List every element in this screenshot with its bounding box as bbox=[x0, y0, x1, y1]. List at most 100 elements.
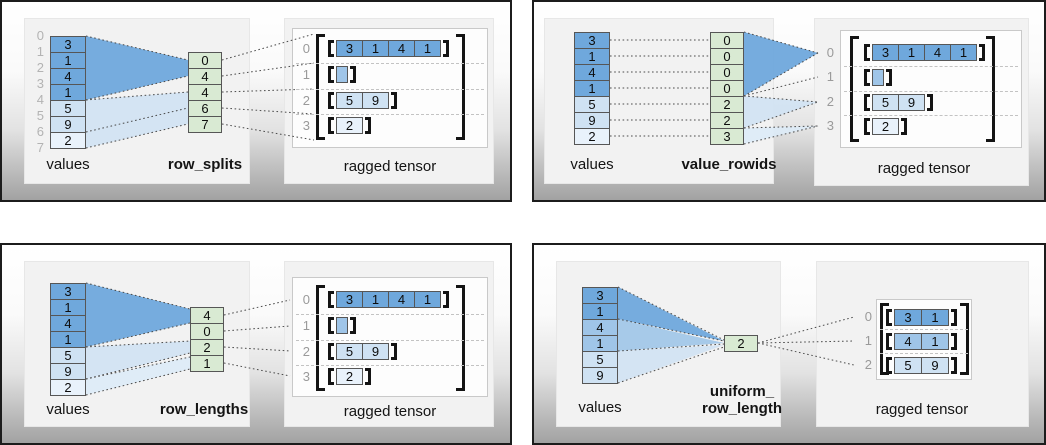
left-bracket-icon bbox=[328, 343, 334, 360]
left-bracket-icon bbox=[864, 118, 870, 135]
right-bracket-icon bbox=[951, 309, 957, 326]
empty-row-cell bbox=[872, 69, 884, 86]
right-bracket-icon bbox=[391, 343, 397, 360]
boundary-index: 2 bbox=[36, 60, 44, 75]
outer-right-bracket-icon bbox=[986, 36, 995, 142]
right-bracket-icon bbox=[365, 117, 371, 134]
values-label: values bbox=[46, 401, 90, 418]
boundary-index: 1 bbox=[36, 44, 44, 59]
right-bracket-icon bbox=[951, 333, 957, 350]
value-cell: 9 bbox=[582, 367, 618, 384]
left-bracket-icon bbox=[886, 357, 892, 374]
row-index: 3 bbox=[302, 118, 310, 133]
outer-left-bracket-icon bbox=[850, 36, 859, 142]
tensor-cell: 4 bbox=[388, 291, 415, 308]
tensor-label: ragged tensor bbox=[875, 401, 969, 418]
left-bracket-icon bbox=[328, 117, 334, 134]
value-cell: 4 bbox=[582, 319, 618, 336]
row-separator bbox=[880, 329, 968, 330]
value-cell: 1 bbox=[574, 48, 610, 65]
encoding-cell: 3 bbox=[710, 128, 744, 145]
row-index: 1 bbox=[302, 67, 310, 82]
values-label: values bbox=[570, 156, 614, 173]
value-cell: 3 bbox=[50, 283, 86, 300]
encoding-cell: 2 bbox=[724, 335, 758, 352]
empty-row-cell bbox=[336, 66, 348, 83]
boundary-index: 0 bbox=[36, 28, 44, 43]
value-cell: 9 bbox=[50, 363, 86, 380]
outer-left-bracket-icon bbox=[316, 285, 325, 391]
outer-right-bracket-icon bbox=[960, 303, 969, 375]
tensor-label: ragged tensor bbox=[343, 158, 437, 175]
left-bracket-icon bbox=[328, 368, 334, 385]
value-cell: 4 bbox=[50, 68, 86, 85]
tensor-cell: 2 bbox=[336, 117, 363, 134]
encoding-cell: 6 bbox=[188, 100, 222, 117]
encoding-cell: 0 bbox=[710, 32, 744, 49]
left-bracket-icon bbox=[328, 40, 334, 57]
tensor-row: 2 bbox=[328, 368, 371, 385]
row-separator bbox=[296, 365, 484, 366]
row-index: 2 bbox=[864, 357, 872, 372]
left-bracket-icon bbox=[864, 94, 870, 111]
value-cell: 2 bbox=[574, 128, 610, 145]
tensor-cell: 9 bbox=[362, 92, 389, 109]
value-cell: 3 bbox=[574, 32, 610, 49]
tensor-row: 2 bbox=[328, 117, 371, 134]
value-cell: 3 bbox=[50, 36, 86, 53]
boundary-index: 4 bbox=[36, 92, 44, 107]
right-bracket-icon bbox=[365, 368, 371, 385]
encoding-cell: 4 bbox=[188, 68, 222, 85]
row-index: 0 bbox=[864, 309, 872, 324]
tensor-cell: 9 bbox=[898, 94, 925, 111]
left-bracket-icon bbox=[328, 66, 334, 83]
value-cell: 1 bbox=[50, 52, 86, 69]
value-cell: 4 bbox=[574, 64, 610, 81]
encoding-label: value_rowids bbox=[681, 156, 777, 173]
right-bracket-icon bbox=[951, 357, 957, 374]
boundary-index: 5 bbox=[36, 108, 44, 123]
tensor-row-empty bbox=[864, 69, 892, 86]
row-index: 1 bbox=[826, 69, 834, 84]
left-bracket-icon bbox=[328, 291, 334, 308]
row-index: 2 bbox=[826, 94, 834, 109]
tensor-cell: 1 bbox=[414, 291, 441, 308]
tensor-cell: 2 bbox=[872, 118, 899, 135]
value-cell: 5 bbox=[574, 96, 610, 113]
values-label: values bbox=[46, 156, 90, 173]
outer-right-bracket-icon bbox=[456, 285, 465, 391]
row-index: 0 bbox=[302, 292, 310, 307]
row-separator bbox=[844, 115, 1018, 116]
row-separator bbox=[296, 314, 484, 315]
encoding-cell: 2 bbox=[710, 112, 744, 129]
row-separator bbox=[844, 91, 1018, 92]
right-bracket-icon bbox=[350, 66, 356, 83]
right-bracket-icon bbox=[443, 40, 449, 57]
tensor-cell: 1 bbox=[950, 44, 977, 61]
encoding-cell: 0 bbox=[710, 64, 744, 81]
tensor-cell: 5 bbox=[336, 92, 363, 109]
value-cell: 1 bbox=[50, 299, 86, 316]
row-index: 2 bbox=[302, 344, 310, 359]
value-cell: 1 bbox=[50, 84, 86, 101]
outer-left-bracket-icon bbox=[880, 303, 889, 375]
tensor-cell: 5 bbox=[336, 343, 363, 360]
value-cell: 2 bbox=[50, 132, 86, 149]
tensor-cell: 1 bbox=[362, 40, 389, 57]
encoding-cell: 1 bbox=[190, 355, 224, 372]
value-cell: 1 bbox=[582, 303, 618, 320]
tensor-cell: 1 bbox=[921, 309, 949, 326]
tensor-cell: 3 bbox=[872, 44, 899, 61]
boundary-index: 3 bbox=[36, 76, 44, 91]
